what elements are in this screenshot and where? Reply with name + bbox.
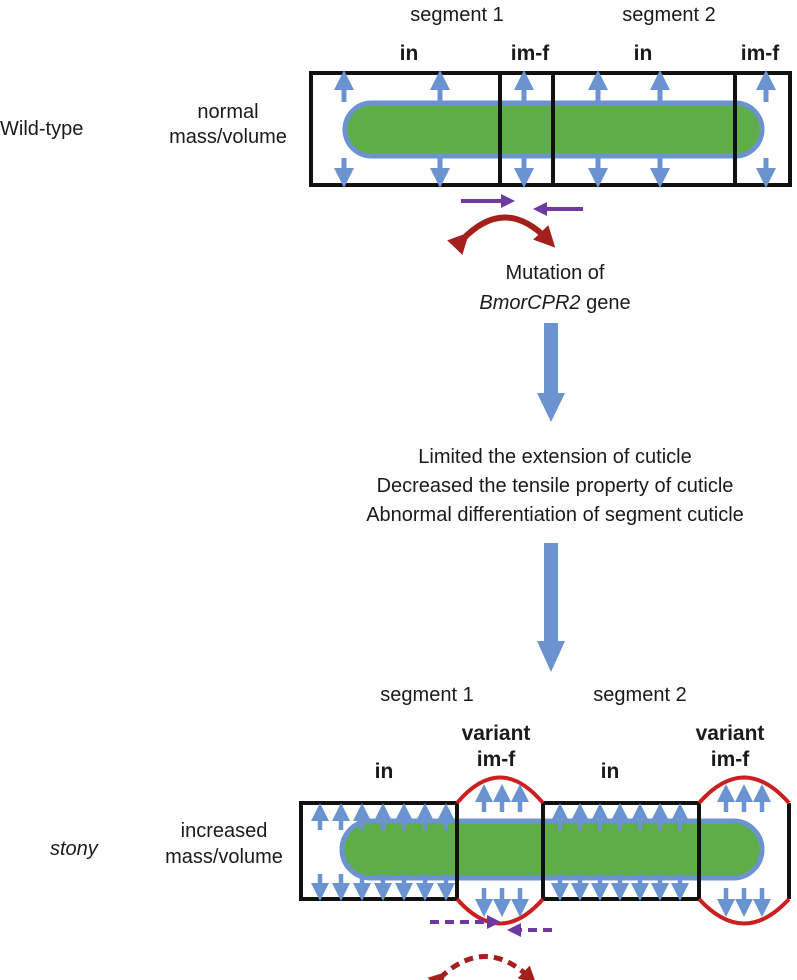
stony-upward-arrows: [311, 784, 771, 830]
stony-row-label: stony: [50, 838, 99, 860]
stony-in-label-2: in: [601, 760, 620, 783]
effect-line3: Abnormal differentiation of segment cuti…: [366, 504, 744, 526]
stony-mass-line2: mass/volume: [165, 846, 283, 868]
wildtype-purple-converging-arrows: [461, 194, 583, 216]
flow-arrow-2: [537, 543, 565, 672]
stony-variant-imf2-bottom-outline: [697, 897, 791, 926]
wildtype-imf-label-2: im-f: [741, 42, 781, 65]
wildtype-upward-arrows: [334, 70, 776, 102]
stony-segment2-label: segment 2: [593, 684, 686, 706]
wildtype-segment1-label: segment 1: [410, 4, 503, 26]
stony-downward-arrows: [311, 874, 771, 917]
gene-name: BmorCPR2: [479, 292, 580, 314]
wildtype-mass-line1: normal: [197, 101, 258, 123]
wildtype-red-diverging-arc: [447, 214, 556, 255]
effect-line2: Decreased the tensile property of cuticl…: [377, 475, 734, 497]
stony-mass-line1: increased: [181, 820, 268, 842]
wildtype-imf-label-1: im-f: [511, 42, 551, 65]
flow-arrow-1: [537, 323, 565, 422]
stony-variant-imf2-top-outline: [697, 775, 791, 805]
stony-segment1-label: segment 1: [380, 684, 473, 706]
stony-variant-label-1: variant: [462, 722, 531, 745]
stony-imf-label-2: im-f: [711, 748, 751, 771]
stony-in-label-1: in: [375, 760, 394, 783]
stony-imf-label-1: im-f: [477, 748, 517, 771]
wildtype-segment2-label: segment 2: [622, 4, 715, 26]
wildtype-row-label: Wild-type: [0, 118, 83, 140]
gene-suffix: gene: [581, 292, 631, 314]
mutation-line1: Mutation of: [506, 262, 605, 284]
mutation-line2: BmorCPR2 gene: [479, 292, 630, 314]
effect-line1: Limited the extension of cuticle: [418, 446, 692, 468]
stony-dashed-purple-arrows: [430, 915, 552, 937]
stony-dashed-red-arc: [427, 954, 537, 980]
wildtype-mass-line2: mass/volume: [169, 126, 287, 148]
stony-variant-label-2: variant: [696, 722, 765, 745]
wildtype-in-label-1: in: [400, 42, 419, 65]
stony-larva-body: [339, 818, 765, 881]
wildtype-in-label-2: in: [634, 42, 653, 65]
wildtype-downward-arrows: [334, 158, 776, 188]
stony-variant-imf1-top-outline: [455, 775, 545, 805]
